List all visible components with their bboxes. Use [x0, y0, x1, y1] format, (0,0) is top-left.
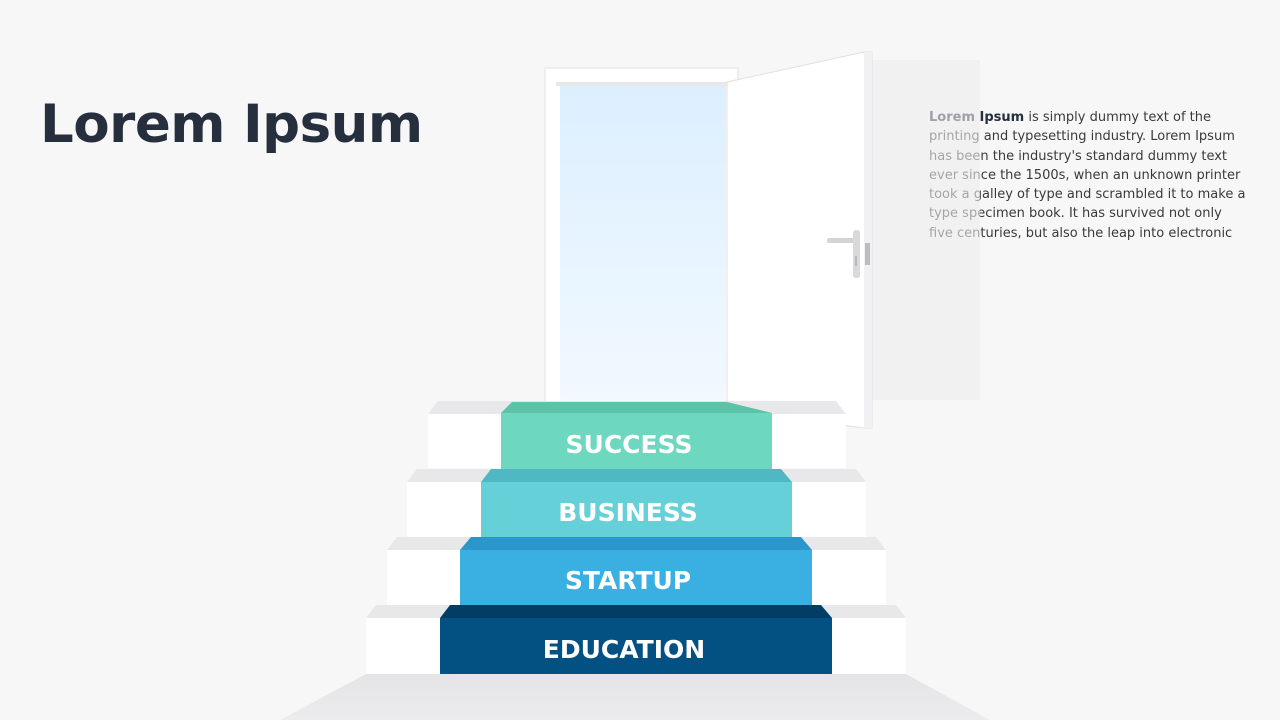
- step-success-top: [501, 402, 772, 413]
- step-success-riser: [501, 413, 772, 469]
- description-body: is simply dummy text of the printing and…: [929, 110, 1246, 241]
- floor: [280, 674, 990, 720]
- step-business-top: [481, 469, 792, 482]
- step-education-top: [440, 605, 832, 618]
- description-text: Lorem Ipsum is simply dummy text of the …: [929, 108, 1249, 243]
- door-opening-edge: [556, 82, 730, 86]
- door-edge: [864, 52, 872, 428]
- step-startup-riser: [460, 550, 812, 605]
- step-education-riser: [440, 618, 832, 674]
- door-handle-icon: [827, 230, 870, 278]
- step-business-riser: [481, 482, 792, 537]
- door-opening: [560, 86, 726, 404]
- step-education-label: EDUCATION: [543, 635, 705, 664]
- page-title: Lorem Ipsum: [40, 94, 423, 155]
- step-business-label: BUSINESS: [558, 498, 698, 527]
- step-startup-label: STARTUP: [565, 566, 691, 595]
- door-shadow: [870, 60, 980, 400]
- step-success-label: SUCCESS: [566, 430, 693, 459]
- step-startup-top: [460, 537, 812, 550]
